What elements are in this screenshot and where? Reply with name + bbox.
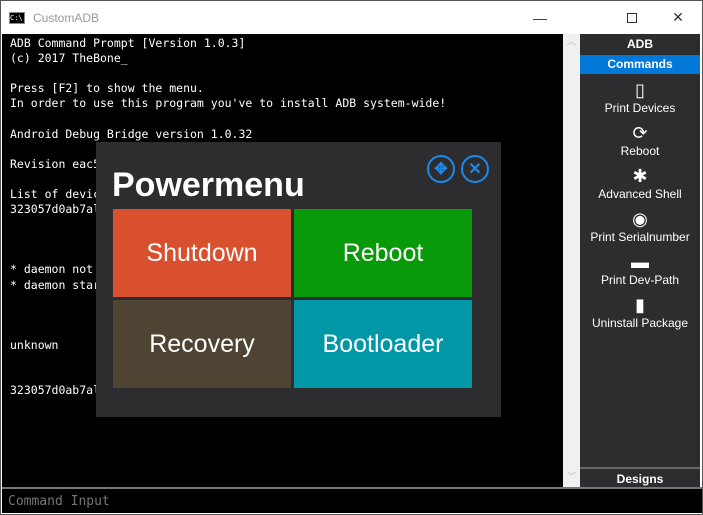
sidebar-command-reboot[interactable]: ⟳Reboot <box>580 117 700 160</box>
console-app-icon: C:\ <box>9 11 25 24</box>
sidebar: ADB Commands ▯Print Devices⟳Reboot✱Advan… <box>580 34 700 487</box>
bug-icon: ✱ <box>632 166 648 186</box>
console-line: unknown <box>10 337 59 352</box>
sidebar-command-advanced-shell[interactable]: ✱Advanced Shell <box>580 160 700 203</box>
console-line: * daemon not <box>10 262 94 277</box>
trash-icon: ▮ <box>635 295 645 315</box>
command-label: Print Serialnumber <box>590 230 690 244</box>
refresh-icon: ⟳ <box>632 123 648 143</box>
window-title: CustomADB <box>33 10 100 25</box>
console-line: ADB Command Prompt [Version 1.0.3] <box>10 36 246 50</box>
sidebar-command-print-serialnumber[interactable]: ◉Print Serialnumber <box>580 203 700 246</box>
command-label: Reboot <box>620 144 660 158</box>
shutdown-button[interactable]: Shutdown <box>113 209 291 297</box>
reboot-button[interactable]: Reboot <box>294 209 472 297</box>
command-label: Print Dev-Path <box>600 273 680 287</box>
sidebar-section-commands[interactable]: Commands <box>580 55 700 74</box>
console-line <box>10 66 555 81</box>
console-line <box>10 111 555 126</box>
phone-icon: ▯ <box>635 80 645 100</box>
maximize-button[interactable] <box>609 1 655 34</box>
console-line: (c) 2017 TheBone_ <box>10 51 128 66</box>
console-line: Android Debug Bridge version 1.0.32 <box>10 126 253 141</box>
command-label: Advanced Shell <box>598 187 682 201</box>
console-line: List of devic <box>10 186 101 201</box>
scroll-up-icon[interactable]: ︿ <box>566 37 577 48</box>
move-icon[interactable]: ✥ <box>427 155 455 183</box>
console-line: * daemon star <box>10 277 101 292</box>
console-line: 323057d0ab7al <box>10 383 101 398</box>
console-scrollbar[interactable]: ︿ ﹀ <box>563 34 580 487</box>
command-input[interactable] <box>2 487 702 513</box>
powermenu-title: Powermenu <box>112 166 305 204</box>
minimize-button[interactable]: — <box>533 9 547 26</box>
sidebar-command-print-dev-path[interactable]: ▬Print Dev-Path <box>580 246 700 289</box>
recovery-button[interactable]: Recovery <box>113 300 291 388</box>
sidebar-header: ADB <box>627 37 653 51</box>
console-line: Press [F2] to show the menu. <box>10 81 204 96</box>
android-icon: ◉ <box>632 209 648 229</box>
close-button[interactable]: ✕ <box>672 9 684 25</box>
folder-icon: ▬ <box>631 252 649 272</box>
sidebar-command-print-devices[interactable]: ▯Print Devices <box>580 74 700 117</box>
powermenu-dialog: Powermenu ✥ ✕ Shutdown Reboot Recovery B… <box>96 142 501 417</box>
bootloader-button[interactable]: Bootloader <box>294 300 472 388</box>
scroll-down-icon[interactable]: ﹀ <box>566 472 577 483</box>
sidebar-command-uninstall-package[interactable]: ▮Uninstall Package <box>580 289 700 332</box>
command-label: Print Devices <box>604 101 676 115</box>
close-icon[interactable]: ✕ <box>461 155 489 183</box>
console-line: Revision eac5 <box>10 156 101 171</box>
title-bar: C:\ CustomADB — ✕ <box>1 1 702 34</box>
console-line: 323057d0ab7al <box>10 202 101 217</box>
sidebar-designs-tab[interactable]: Designs <box>580 467 700 487</box>
command-label: Uninstall Package <box>591 316 689 330</box>
console-line: In order to use this program you've to i… <box>10 96 447 111</box>
